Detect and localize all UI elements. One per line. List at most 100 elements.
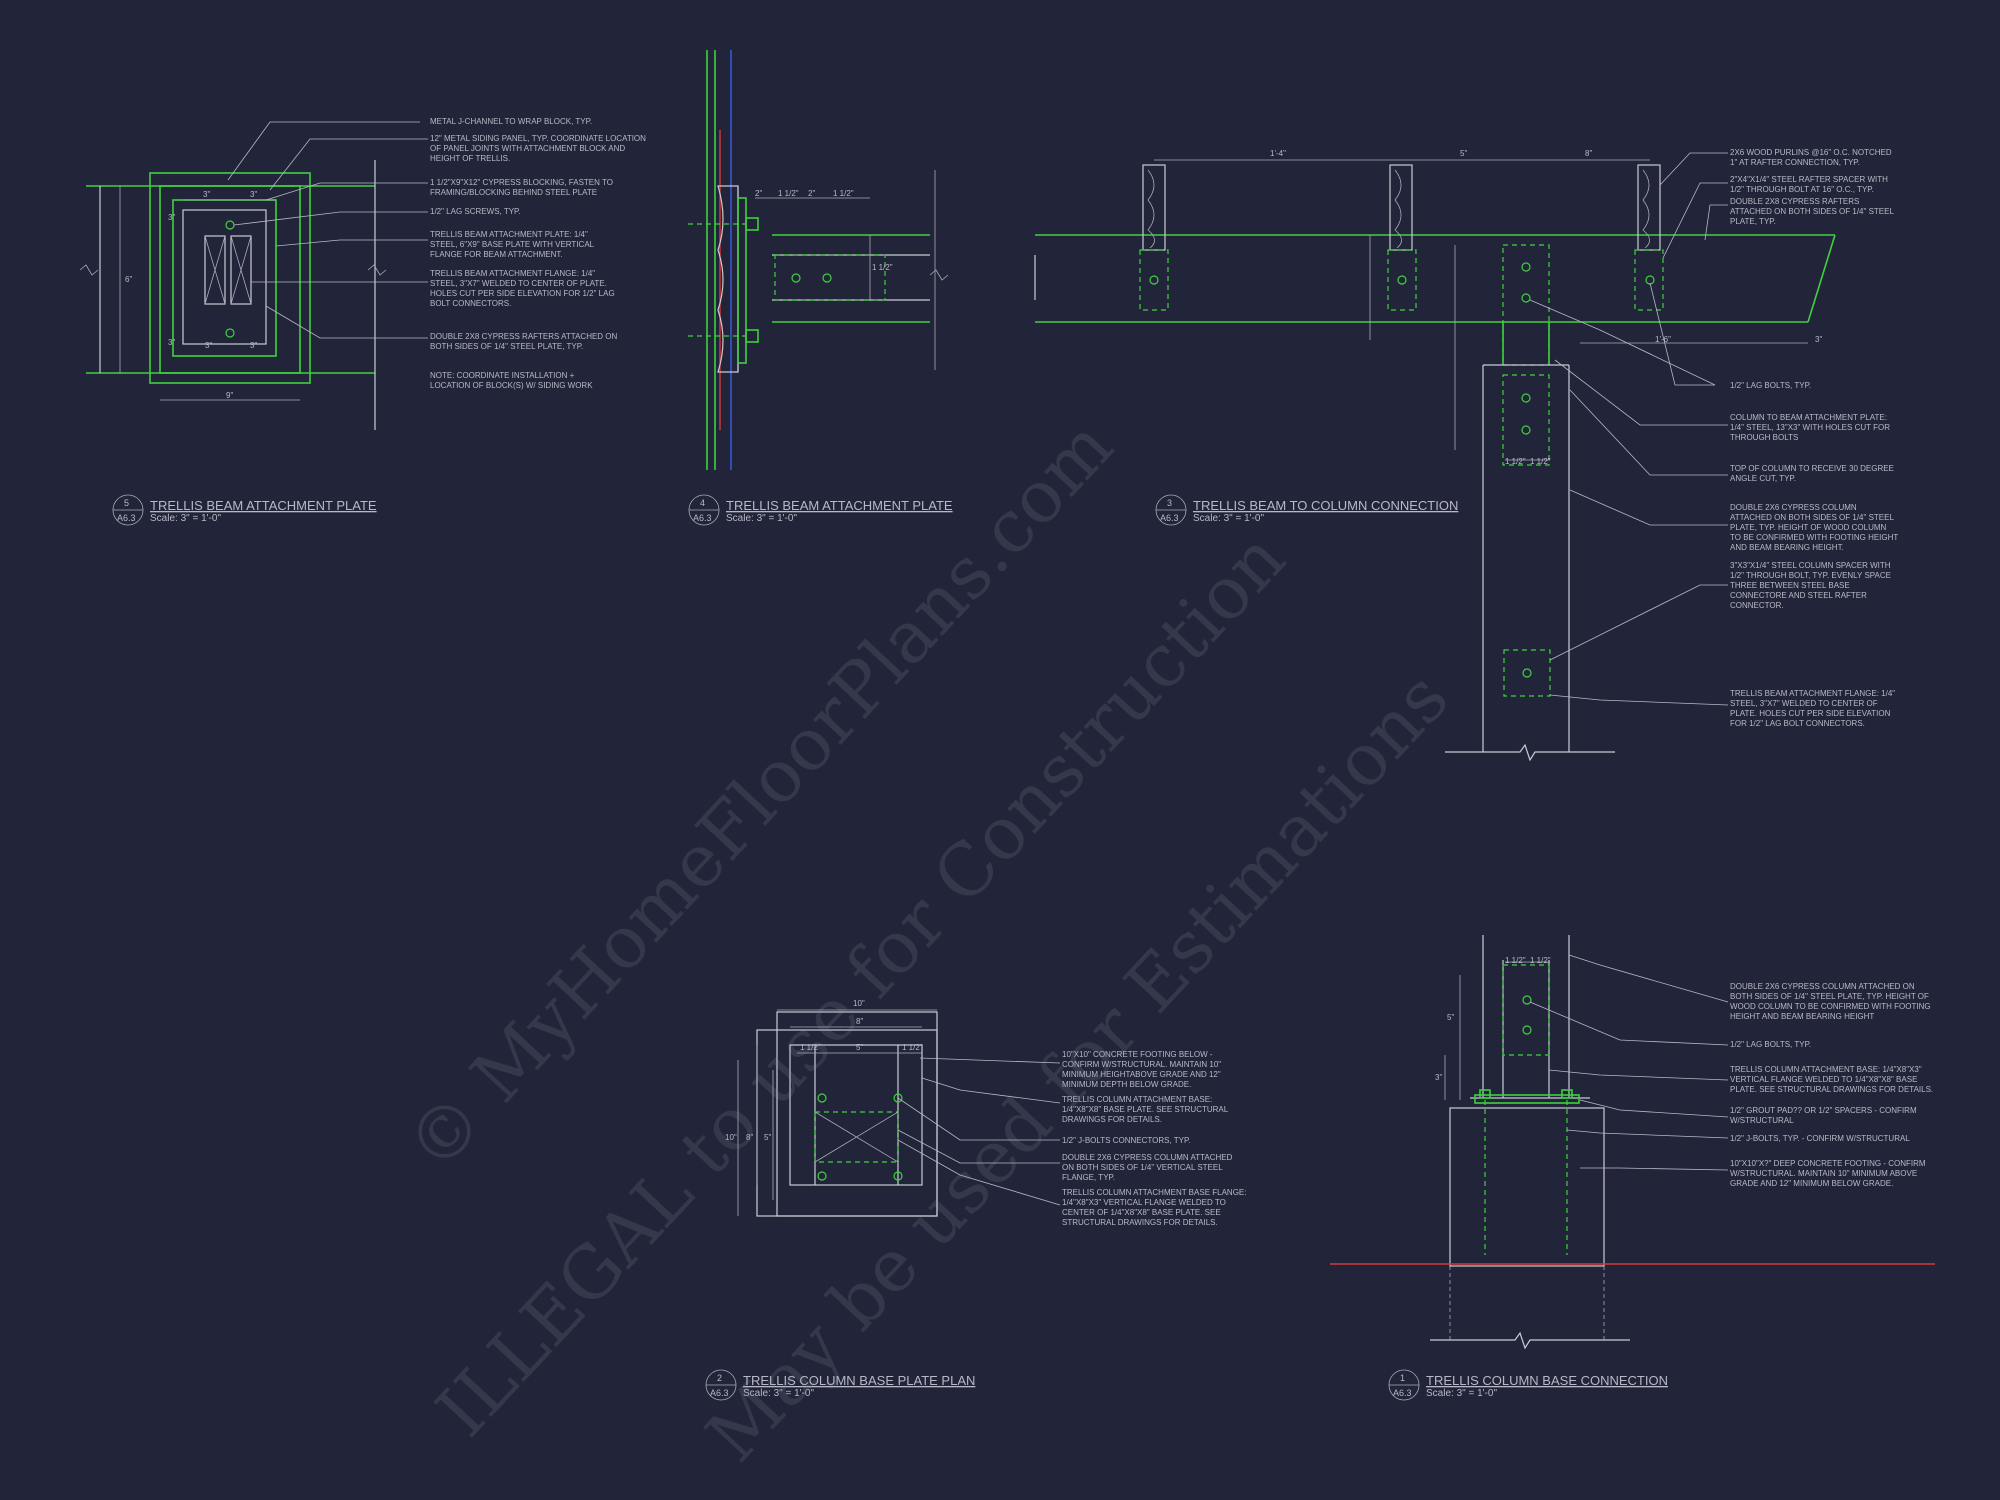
dimension: 1'-4" [1270, 149, 1286, 158]
note: VERTICAL FLANGE WELDED TO 1/4"X8"X8" BAS… [1730, 1075, 1917, 1084]
note: W/STRUCTURAL. MAINTAIN 10" MINIMUM ABOVE [1730, 1169, 1917, 1178]
note: MINIMUM DEPTH BELOW GRADE. [1062, 1080, 1191, 1089]
note: STEEL, 3"X7" WELDED TO CENTER OF [1730, 699, 1878, 708]
sheet-number: A6.3 [693, 513, 712, 523]
note: 1/4"X8"X3" VERTICAL FLANGE WELDED TO [1062, 1198, 1226, 1207]
sheet-number: A6.3 [1393, 1388, 1412, 1398]
dimension: 3" [250, 190, 257, 199]
note: THROUGH BOLTS [1730, 433, 1798, 442]
dimension: 1 1/2" [1505, 457, 1526, 466]
dimension: 8" [1585, 149, 1592, 158]
dimension: 1'-6" [1655, 335, 1671, 344]
detail-3-notes: 2X6 WOOD PURLINS @16" O.C. NOTCHED 1" AT… [1730, 148, 1898, 728]
note: PLATE. SEE STRUCTURAL DRAWINGS FOR DETAI… [1730, 1085, 1933, 1094]
detail-scale: Scale: 3" = 1'-0" [743, 1388, 814, 1399]
note: ANGLE CUT, TYP. [1730, 474, 1796, 483]
note: 10"X10" CONCRETE FOOTING BELOW - [1062, 1050, 1213, 1059]
note: TRELLIS COLUMN ATTACHMENT BASE: [1062, 1095, 1212, 1104]
note: BOLT CONNECTORS. [430, 299, 511, 308]
note: W/STRUCTURAL [1730, 1116, 1794, 1125]
dimension: 1 1/2" [1530, 457, 1551, 466]
dimension: 3" [168, 338, 175, 347]
detail-5-drawing [79, 121, 428, 430]
note: NOTE: COORDINATE INSTALLATION + [430, 371, 575, 380]
dimension: 2" [808, 189, 815, 198]
note: 1/2" J-BOLTS, TYP. - CONFIRM W/STRUCTURA… [1730, 1134, 1910, 1143]
note: 1/4" STEEL, 13"X3" WITH HOLES CUT FOR [1730, 423, 1890, 432]
detail-title: TRELLIS COLUMN BASE CONNECTION [1426, 1373, 1668, 1388]
dimension: 3" [1435, 1073, 1442, 1082]
detail-title: TRELLIS BEAM TO COLUMN CONNECTION [1193, 498, 1458, 513]
dimension: 1 1/2" [800, 1043, 821, 1052]
dimension: 3" [205, 341, 212, 350]
note: TRELLIS BEAM ATTACHMENT FLANGE: 1/4" [430, 269, 595, 278]
note: AND BEAM BEARING HEIGHT. [1730, 543, 1844, 552]
detail-3-dimensions: 1'-4" 5" 8" 1'-6" 3" 1 1/2" 1 1/2" [1270, 149, 1822, 466]
note: 1" AT RAFTER CONNECTION, TYP. [1730, 158, 1860, 167]
note: HEIGHT AND BEAM BEARING HEIGHT [1730, 1012, 1874, 1021]
detail-scale: Scale: 3" = 1'-0" [726, 513, 797, 524]
detail-2-notes: 10"X10" CONCRETE FOOTING BELOW - CONFIRM… [1062, 1050, 1246, 1227]
dimension: 5" [764, 1133, 771, 1142]
note: OF PANEL JOINTS WITH ATTACHMENT BLOCK AN… [430, 144, 625, 153]
note: THREE BETWEEN STEEL BASE [1730, 581, 1850, 590]
note: 1 1/2"X9"X12" CYPRESS BLOCKING, FASTEN T… [430, 178, 613, 187]
dimension: 5" [1447, 1013, 1454, 1022]
note: METAL J-CHANNEL TO WRAP BLOCK, TYP. [430, 117, 592, 126]
detail-number: 1 [1400, 1373, 1405, 1383]
detail-2-dimensions: 10" 8" 1 1/2" 5" 1 1/2" 10" 8" 5" [725, 999, 923, 1142]
dimension: 3" [203, 190, 210, 199]
note: FOR 1/2" LAG BOLT CONNECTORS. [1730, 719, 1865, 728]
note: STEEL, 3"X7" WELDED TO CENTER OF PLATE. [430, 279, 607, 288]
note: TRELLIS COLUMN ATTACHMENT BASE FLANGE: [1062, 1188, 1246, 1197]
note: DOUBLE 2X8 CYPRESS RAFTERS ATTACHED ON [430, 332, 618, 341]
detail-4-dimensions: 2" 1 1/2" 2" 1 1/2" 1 1/2" [755, 189, 893, 272]
note: TRELLIS BEAM ATTACHMENT FLANGE: 1/4" [1730, 689, 1895, 698]
sheet-number: A6.3 [117, 513, 136, 523]
note: FRAMING/BLOCKING BEHIND STEEL PLATE [430, 188, 597, 197]
dimension: 10" [853, 999, 865, 1008]
note: HOLES CUT PER SIDE ELEVATION FOR 1/2" LA… [430, 289, 615, 298]
note: HEIGHT OF TRELLIS. [430, 154, 510, 163]
note: 2"X4"X1/4" STEEL RAFTER SPACER WITH [1730, 175, 1888, 184]
detail-scale: Scale: 3" = 1'-0" [1193, 513, 1264, 524]
note: 1/2" LAG BOLTS, TYP. [1730, 1040, 1811, 1049]
note: TO BE CONFIRMED WITH FOOTING HEIGHT [1730, 533, 1898, 542]
note: STRUCTURAL DRAWINGS FOR DETAILS. [1062, 1218, 1218, 1227]
note: CENTER OF 1/4"X8"X8" BASE PLATE. SEE [1062, 1208, 1221, 1217]
dimension: 5" [1460, 149, 1467, 158]
note: FLANGE, TYP. [1062, 1173, 1115, 1182]
dimension: 10" [725, 1133, 737, 1142]
note: TOP OF COLUMN TO RECEIVE 30 DEGREE [1730, 464, 1894, 473]
note: COLUMN TO BEAM ATTACHMENT PLATE: [1730, 413, 1887, 422]
sheet-number: A6.3 [710, 1388, 729, 1398]
dimension: 6" [125, 275, 132, 284]
note: 1/4"X8"X8" BASE PLATE. SEE STRUCTURAL [1062, 1105, 1229, 1114]
detail-1-dimensions: 1 1/2" 1 1/2" 5" 3" [1435, 956, 1551, 1082]
note: PLATE, TYP. HEIGHT OF WOOD COLUMN [1730, 523, 1887, 532]
note: 1/2" THROUGH BOLT, TYP. EVENLY SPACE [1730, 571, 1891, 580]
note: ON BOTH SIDES OF 1/4" VERTICAL STEEL [1062, 1163, 1223, 1172]
dimension: 1 1/2" [902, 1043, 923, 1052]
note: 12" METAL SIDING PANEL, TYP. COORDINATE … [430, 134, 646, 143]
detail-3-title-block: 3 A6.3 TRELLIS BEAM TO COLUMN CONNECTION… [1155, 494, 1458, 526]
dimension: 3" [168, 213, 175, 222]
detail-1-drawing [1330, 935, 1935, 1350]
note: DOUBLE 2X6 CYPRESS COLUMN ATTACHED [1062, 1153, 1233, 1162]
note: 1/2" GROUT PAD?? OR 1/2" SPACERS - CONFI… [1730, 1106, 1917, 1115]
note: ATTACHED ON BOTH SIDES OF 1/4" STEEL [1730, 207, 1894, 216]
dimension: 3" [250, 341, 257, 350]
note: STEEL, 6"X9" BASE PLATE WITH VERTICAL [430, 240, 595, 249]
note: ATTACHED ON BOTH SIDES OF 1/4" STEEL [1730, 513, 1894, 522]
dimension: 5" [856, 1043, 863, 1052]
note: DOUBLE 2X8 CYPRESS RAFTERS [1730, 197, 1859, 206]
note: DRAWINGS FOR DETAILS. [1062, 1115, 1162, 1124]
dimension: 1 1/2" [1530, 956, 1551, 965]
note: WOOD COLUMN TO BE CONFIRMED WITH FOOTING [1730, 1002, 1931, 1011]
note: 10"X10"X?" DEEP CONCRETE FOOTING - CONFI… [1730, 1159, 1926, 1168]
detail-number: 5 [124, 498, 129, 508]
dimension: 1 1/2" [778, 189, 799, 198]
detail-4-drawing [688, 50, 949, 470]
